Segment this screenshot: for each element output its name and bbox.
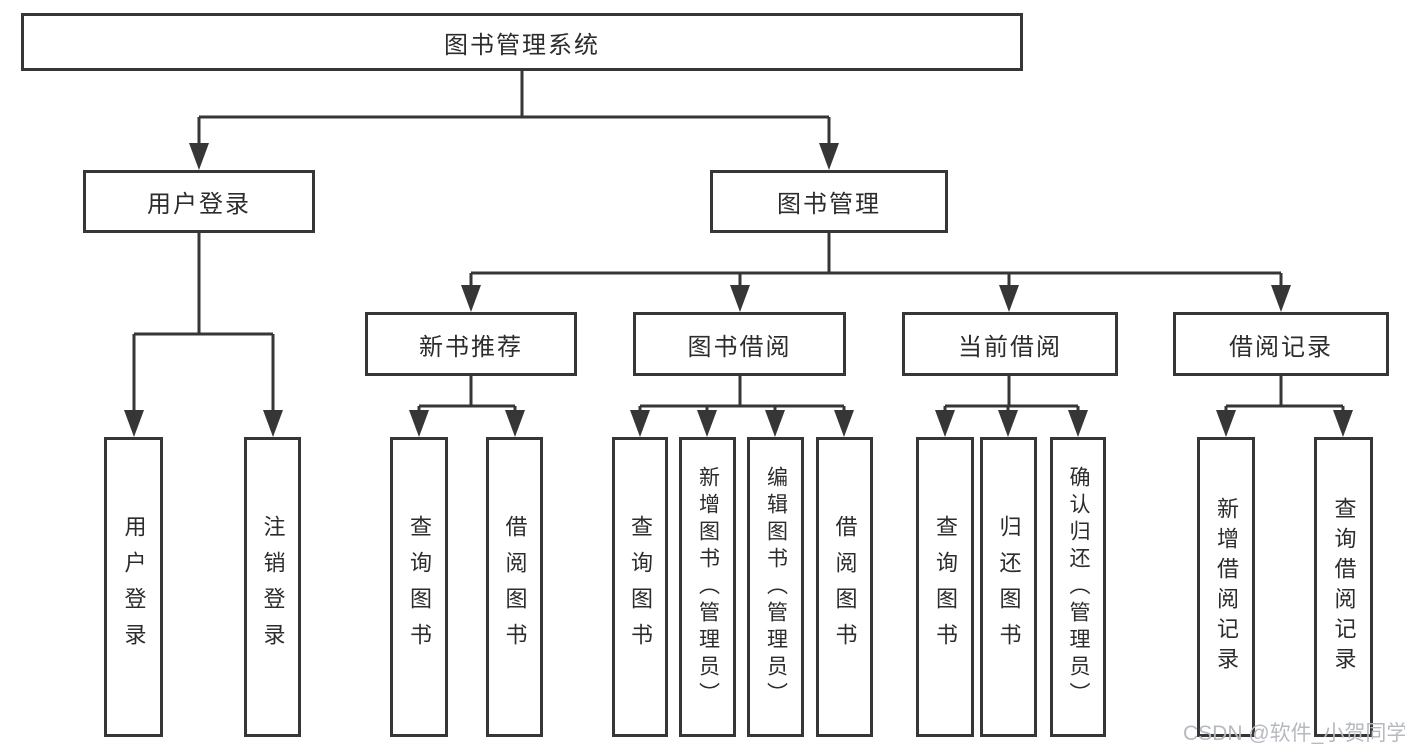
node-label: 借阅记录: [1229, 333, 1333, 361]
arrow-down-icon: [999, 285, 1019, 312]
leaf-label: 借阅图书: [502, 515, 528, 659]
connector-book-management-split: [469, 233, 1283, 286]
leaf-label: 用户登录: [121, 515, 147, 659]
leaf-add-books-admin: 新增图书（管理员）: [679, 437, 736, 737]
leaf-confirm-return-admin: 确认归还（管理员）: [1050, 437, 1106, 737]
csdn-watermark: CSDN @软件_小贺同学: [1183, 722, 1405, 745]
arrow-down-icon: [124, 410, 144, 437]
arrow-down-icon: [819, 143, 839, 170]
leaf-label: 借阅图书: [832, 515, 858, 659]
leaf-query-books-borrowing: 查询图书: [612, 437, 668, 737]
leaf-label: 查询借阅记录: [1331, 497, 1357, 677]
connector-root-to-level2: [197, 71, 831, 144]
leaf-label: 查询图书: [933, 515, 958, 659]
leaf-borrow-books-recommend: 借阅图书: [486, 437, 543, 737]
leaf-query-books-recommend: 查询图书: [390, 437, 448, 737]
arrow-down-icon: [730, 285, 750, 312]
node-label: 用户登录: [147, 191, 251, 218]
node-label: 图书管理: [777, 191, 881, 218]
leaf-label: 新增图书（管理员）: [696, 465, 720, 709]
node-label: 图书管理系统: [444, 31, 600, 59]
arrow-down-icon: [263, 410, 283, 437]
arrow-down-icon: [409, 410, 429, 437]
arrow-down-icon: [630, 410, 650, 437]
node-library-system: 图书管理系统: [21, 13, 1023, 71]
node-new-book-recommendation: 新书推荐: [365, 312, 577, 376]
arrow-down-icon: [1271, 285, 1291, 312]
arrow-down-icon: [1068, 410, 1088, 437]
leaf-label: 确认归还（管理员）: [1067, 465, 1090, 709]
arrow-down-icon: [998, 410, 1018, 437]
arrow-down-icon: [189, 143, 209, 170]
leaf-label: 编辑图书（管理员）: [764, 465, 788, 709]
node-label: 新书推荐: [419, 333, 523, 361]
node-user-login: 用户登录: [83, 170, 315, 233]
connector-current-borrow-split: [943, 376, 1080, 411]
node-book-borrowing: 图书借阅: [633, 312, 846, 376]
leaf-user-login: 用户登录: [104, 437, 163, 737]
leaf-label: 新增借阅记录: [1214, 497, 1239, 677]
connector-borrow-record-split: [1224, 376, 1345, 411]
node-borrowing-records: 借阅记录: [1173, 312, 1389, 376]
leaf-query-borrow-record: 查询借阅记录: [1314, 437, 1373, 737]
leaf-logout: 注销登录: [244, 437, 301, 737]
arrow-down-icon: [1333, 410, 1353, 437]
arrow-down-icon: [1216, 410, 1236, 437]
leaf-label: 查询图书: [628, 515, 653, 659]
arrow-down-icon: [505, 410, 525, 437]
node-label: 当前借阅: [958, 333, 1062, 361]
node-current-borrowing: 当前借阅: [902, 312, 1118, 376]
leaf-edit-books-admin: 编辑图书（管理员）: [747, 437, 804, 737]
leaf-label: 查询图书: [407, 515, 432, 659]
arrow-down-icon: [461, 285, 481, 312]
leaf-return-books: 归还图书: [980, 437, 1037, 737]
arrow-down-icon: [697, 410, 717, 437]
node-book-management: 图书管理: [710, 170, 948, 233]
leaf-add-borrow-record: 新增借阅记录: [1197, 437, 1255, 737]
arrowheads: [124, 143, 1353, 437]
arrow-down-icon: [765, 410, 785, 437]
arrow-down-icon: [834, 410, 854, 437]
leaf-label: 注销登录: [260, 515, 286, 659]
leaf-borrow-books: 借阅图书: [816, 437, 873, 737]
connector-user-login-split: [132, 233, 275, 411]
connector-new-book-split: [417, 376, 517, 411]
leaf-label: 归还图书: [996, 515, 1022, 659]
leaf-query-books-current: 查询图书: [916, 437, 974, 737]
arrow-down-icon: [935, 410, 955, 437]
node-label: 图书借阅: [687, 333, 792, 361]
connector-book-borrow-split: [638, 376, 846, 411]
